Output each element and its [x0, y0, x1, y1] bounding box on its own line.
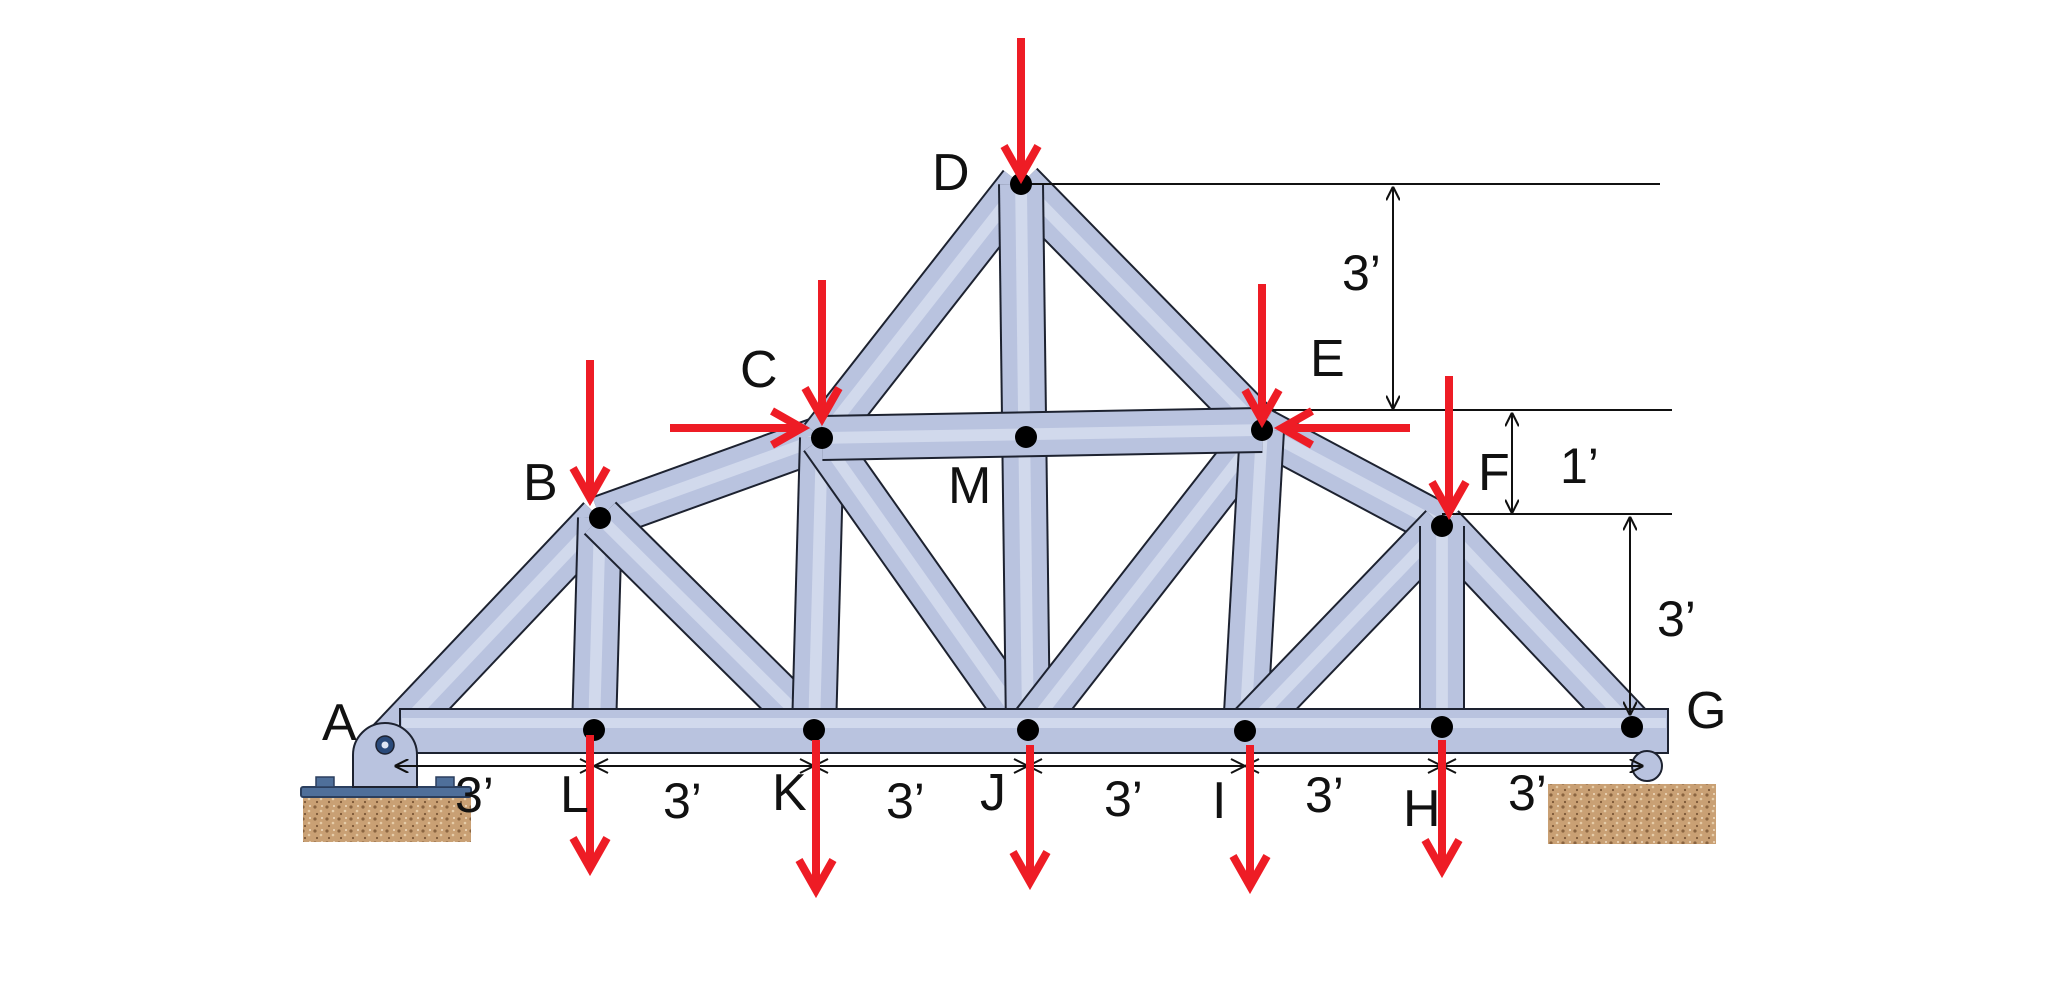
- member-CD: [803, 169, 1040, 453]
- joint-C: [811, 427, 833, 449]
- left-ground: [303, 792, 471, 842]
- dim-tick-right-4: [1242, 758, 1260, 774]
- joint-G: [1621, 716, 1643, 738]
- load-arrow-I: [1229, 745, 1271, 895]
- member-CJ: [803, 424, 1047, 744]
- node-label-M: M: [948, 457, 991, 515]
- load-arrow-C-vertical: [801, 280, 843, 427]
- load-arrows: [569, 38, 1470, 899]
- node-label-K: K: [772, 764, 807, 822]
- node-label-B: B: [523, 454, 558, 512]
- member-EI: [1222, 428, 1285, 733]
- node-label-D: D: [932, 144, 970, 202]
- load-arrow-H: [1421, 740, 1463, 879]
- member-EJ: [1009, 415, 1281, 745]
- member-BK: [583, 501, 831, 747]
- load-arrow-B: [569, 360, 611, 507]
- dimension-lines: [396, 183, 1672, 774]
- dim-label-height-DE: 3’: [1342, 245, 1381, 301]
- dim-label-span-KJ: 3’: [886, 773, 925, 829]
- member-BL: [571, 517, 623, 731]
- load-arrow-C-horizontal: [670, 407, 811, 449]
- member-DE: [1004, 167, 1279, 447]
- joint-J: [1017, 719, 1039, 741]
- dim-label-span-LK: 3’: [663, 773, 702, 829]
- joint-H: [1431, 716, 1453, 738]
- joint-F: [1431, 515, 1453, 537]
- load-arrow-E-vertical: [1241, 284, 1283, 429]
- node-label-J: J: [980, 764, 1006, 822]
- truss-members: [368, 167, 1669, 761]
- joint-K: [803, 719, 825, 741]
- node-label-C: C: [740, 341, 778, 399]
- node-label-A: A: [322, 694, 357, 752]
- node-label-L: L: [560, 766, 589, 824]
- load-arrow-L: [569, 735, 611, 877]
- node-label-G: G: [1686, 682, 1726, 740]
- dim-label-span-JI: 3’: [1104, 771, 1143, 827]
- member-BC: [592, 416, 830, 540]
- dim-label-span-AL: 3’: [455, 767, 494, 823]
- load-arrow-J: [1009, 745, 1051, 891]
- load-arrow-D: [1000, 38, 1042, 185]
- node-label-I: I: [1212, 772, 1226, 830]
- joint-I: [1234, 720, 1256, 742]
- dim-label-height-EF: 1’: [1560, 438, 1599, 494]
- joint-B: [589, 507, 611, 529]
- right-ground: [1548, 784, 1716, 844]
- dim-label-span-IH: 3’: [1305, 767, 1344, 823]
- joint-E: [1251, 419, 1273, 441]
- load-arrow-F: [1428, 376, 1470, 521]
- load-arrow-K: [795, 740, 837, 899]
- load-arrow-E-horizontal: [1273, 407, 1410, 449]
- node-label-F: F: [1478, 444, 1510, 502]
- node-label-E: E: [1310, 330, 1345, 388]
- member-CK: [791, 437, 845, 731]
- truss-joints: [583, 173, 1643, 742]
- joint-M: [1015, 426, 1037, 448]
- member-FI: [1228, 510, 1459, 747]
- member-EF: [1251, 409, 1453, 547]
- member-FG: [1425, 510, 1649, 743]
- member-CE: [821, 407, 1263, 461]
- dim-label-height-FG: 3’: [1657, 591, 1696, 647]
- dim-label-span-HG: 3’: [1508, 765, 1547, 821]
- node-label-H: H: [1403, 780, 1441, 838]
- member-AB: [368, 502, 617, 761]
